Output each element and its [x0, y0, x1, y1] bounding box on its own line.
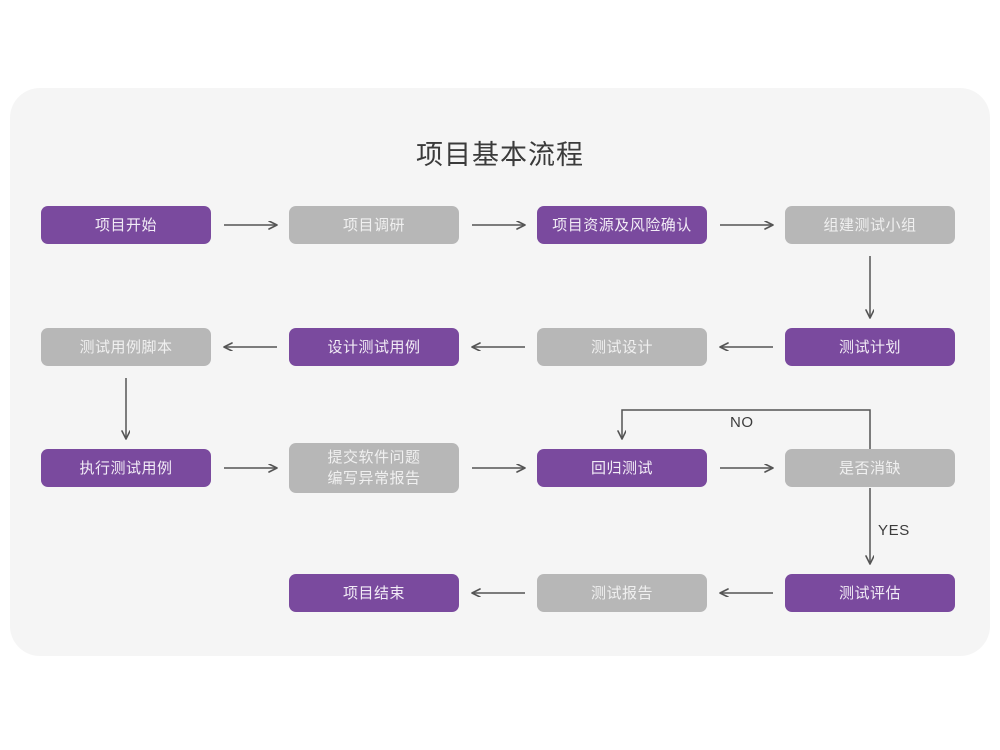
node-label: 测试设计: [590, 338, 653, 356]
node-regression-test[interactable]: 回归测试: [537, 449, 707, 487]
node-project-end[interactable]: 项目结束: [289, 574, 459, 612]
node-label: 测试计划: [838, 338, 901, 356]
node-label: 项目调研: [342, 216, 405, 234]
node-label: 执行测试用例: [79, 459, 173, 477]
node-project-start[interactable]: 项目开始: [41, 206, 211, 244]
node-label: 测试报告: [590, 584, 653, 602]
node-label: 测试用例脚本: [79, 338, 173, 356]
node-test-plan[interactable]: 测试计划: [785, 328, 955, 366]
node-label: 组建测试小组: [823, 216, 917, 234]
node-resource-risk-confirm[interactable]: 项目资源及风险确认: [537, 206, 707, 244]
node-label: 项目资源及风险确认: [552, 216, 692, 234]
node-label: 回归测试: [590, 459, 653, 477]
node-project-research[interactable]: 项目调研: [289, 206, 459, 244]
node-design-test-cases[interactable]: 设计测试用例: [289, 328, 459, 366]
node-label: 是否消缺: [838, 459, 901, 477]
node-form-test-team[interactable]: 组建测试小组: [785, 206, 955, 244]
edge-label-no: NO: [730, 414, 754, 431]
node-label: 项目开始: [94, 216, 157, 234]
edge-label-yes: YES: [878, 522, 910, 539]
node-test-evaluation[interactable]: 测试评估: [785, 574, 955, 612]
diagram-card: [10, 88, 990, 656]
node-submit-issues-report[interactable]: 提交软件问题 编写异常报告: [289, 443, 459, 493]
node-test-report[interactable]: 测试报告: [537, 574, 707, 612]
node-label: 测试评估: [838, 584, 901, 602]
node-label: 项目结束: [342, 584, 405, 602]
node-label: 提交软件问题 编写异常报告: [327, 449, 421, 487]
node-test-case-script[interactable]: 测试用例脚本: [41, 328, 211, 366]
page-title: 项目基本流程: [416, 140, 584, 170]
node-defects-cleared-decision[interactable]: 是否消缺: [785, 449, 955, 487]
node-label: 设计测试用例: [327, 338, 421, 356]
node-test-design[interactable]: 测试设计: [537, 328, 707, 366]
node-execute-test-cases[interactable]: 执行测试用例: [41, 449, 211, 487]
